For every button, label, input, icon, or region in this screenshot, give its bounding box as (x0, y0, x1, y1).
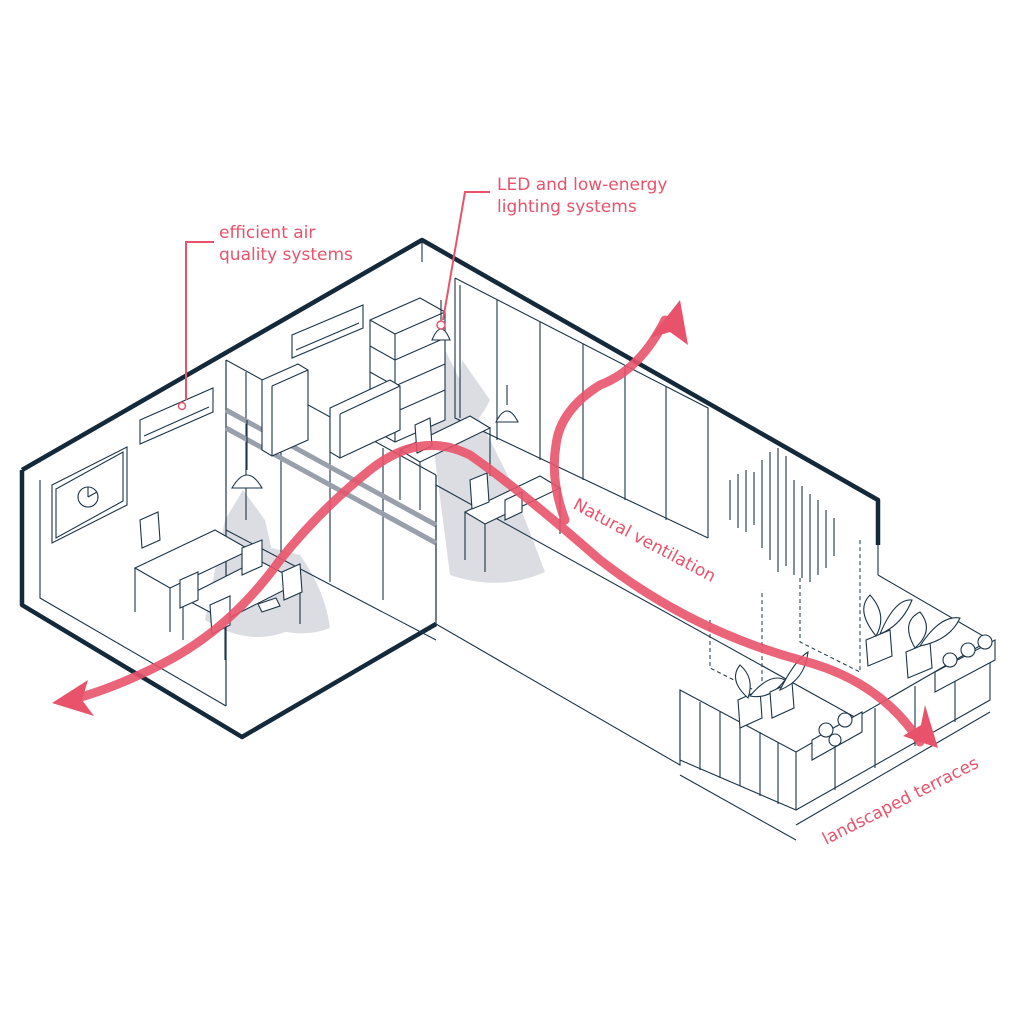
pendant-lamps (231, 300, 519, 489)
terrace-plants (734, 594, 996, 761)
terrace (679, 545, 991, 841)
callout-leaders (185, 191, 490, 400)
air-conditioner-units (139, 304, 364, 445)
labels: efficient air quality systems LED and lo… (219, 175, 982, 849)
air-quality-label-line1: efficient air (219, 223, 315, 243)
air-quality-label-line2: quality systems (219, 245, 353, 265)
window-wall (454, 277, 709, 539)
meeting-desk-area (133, 511, 303, 660)
ventilation-label: Natural ventilation (570, 495, 719, 587)
lighting-label-line2: lighting systems (497, 197, 637, 217)
back-furniture (261, 363, 401, 459)
wall-art (729, 448, 835, 582)
lighting-label-line1: LED and low-energy (497, 175, 668, 195)
whiteboard (51, 446, 128, 544)
terraces-label: landscaped terraces (819, 753, 982, 849)
ventilation-arrows (52, 300, 938, 748)
